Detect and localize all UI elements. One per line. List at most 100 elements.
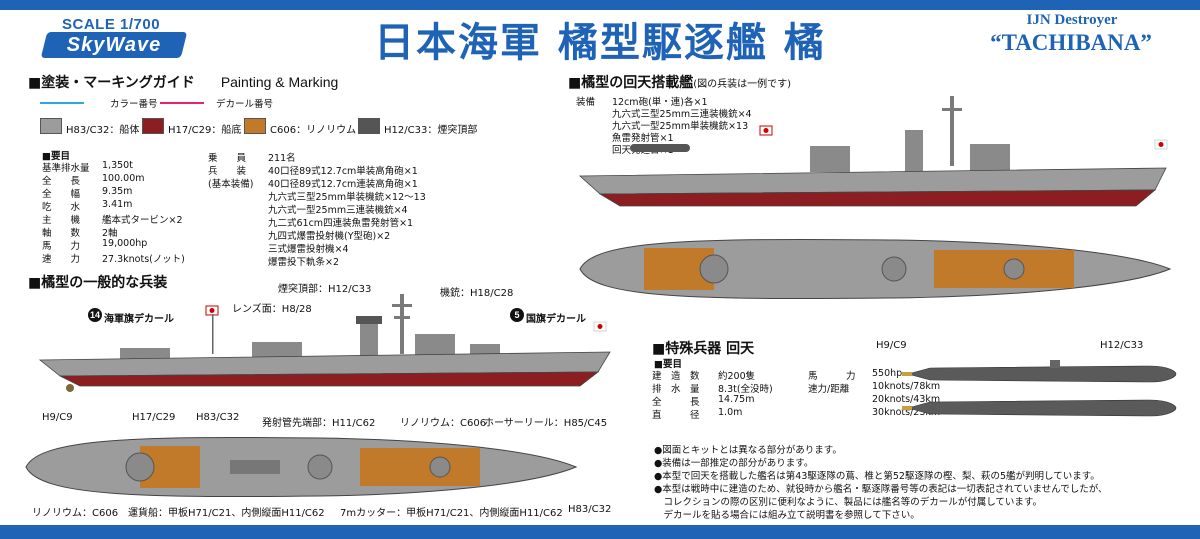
note-line: ●装備は一部推定の部分があります。 xyxy=(654,458,814,469)
kaiten-cell: 14.75m xyxy=(718,394,755,405)
kaiten-drawing xyxy=(902,360,1177,417)
kaiten-callout-h12: H12/C33 xyxy=(1100,340,1144,351)
kaiten-panel: ■特殊兵器 回天 ■要目 建 造 数 約200隻 馬 力 550hp 排 水 量… xyxy=(648,334,1196,434)
spec-label: 主 機 xyxy=(42,215,81,226)
arm-item: 九二式61cm四連装魚雷発射管×1 xyxy=(268,218,414,229)
kaiten-cell: 約200隻 xyxy=(718,371,756,382)
kaiten-cell: 1.0m xyxy=(718,407,743,418)
kaiten-cell: 排 水 量 xyxy=(652,384,700,395)
swatch-hull xyxy=(40,118,62,134)
callout-cutter: 7mカッター：甲板H71/C21、内側縦面H11/C62 xyxy=(340,508,563,519)
swatch-linoleum xyxy=(244,118,266,134)
swatch-bottom xyxy=(142,118,164,134)
spec-label: 軸 数 xyxy=(42,228,81,239)
swatch-hull-label: H83/C32：船体 xyxy=(66,125,140,136)
kaiten-carrier-title: ■橘型の回天搭載艦(図の兵装は一例です) xyxy=(568,72,791,92)
ship-profile-left xyxy=(38,294,611,392)
kaiten-cell: 建 造 数 xyxy=(652,371,700,382)
callout-h17: H17/C29 xyxy=(132,412,176,423)
swatch-funnel-label: H12/C33：煙突頂部 xyxy=(384,125,478,136)
crew-value: 211名 xyxy=(268,153,296,164)
spec-value: 19,000hp xyxy=(102,238,148,249)
kaiten-cell: 全 長 xyxy=(652,397,700,408)
ship-topview-left xyxy=(25,436,578,498)
spec-value: 9.35m xyxy=(102,186,133,197)
crew-label: 乗 員 xyxy=(208,153,247,164)
arm-item: 九六式一型25mm三連装機銃×4 xyxy=(268,205,408,216)
kaiten-cell: 30knots/23km xyxy=(872,407,941,418)
ship-topview-right xyxy=(579,238,1172,300)
swatch-linoleum-label: C606：リノリウム xyxy=(270,125,357,136)
kaiten-heading: ■要目 xyxy=(654,359,682,370)
callout-launcher: 発射管先端部：H11/C62 xyxy=(262,418,376,429)
callout-h83-b: H83/C32 xyxy=(568,504,612,515)
color-legend-line xyxy=(40,102,84,104)
callout-lens: レンズ面：H8/28 xyxy=(232,304,312,315)
spec-label: 基準排水量 xyxy=(42,163,90,174)
scale-label: SCALE 1/700 xyxy=(62,16,161,33)
specs-heading: ■要目 xyxy=(42,151,70,162)
callout-funnel: 煙突頂部：H12/C33 xyxy=(278,284,372,295)
kaiten-cell: 550hp xyxy=(872,368,903,379)
kaiten-title: ■特殊兵器 回天 xyxy=(652,341,755,357)
spec-label: 馬 力 xyxy=(42,241,81,252)
arm-label: 兵 装 xyxy=(208,166,247,177)
spec-label: 速 力 xyxy=(42,254,81,265)
equip-item: 12cm砲(単・連)各×1 xyxy=(612,97,708,108)
spec-label: 吃 水 xyxy=(42,202,81,213)
equip-item: 魚雷発射管×1 xyxy=(612,133,674,144)
general-title: ■橘型の一般的な兵装 xyxy=(28,275,168,291)
flag-decal-number: 5 xyxy=(510,308,524,322)
kaiten-callout-h9: H9/C9 xyxy=(876,340,907,351)
footer-band xyxy=(0,525,1200,539)
spec-value: 2軸 xyxy=(102,228,118,239)
callout-flag: 国旗デカール xyxy=(526,314,586,325)
kaiten-cell: 20knots/43km xyxy=(872,394,941,405)
note-line: コレクションの際の区別に便利なように、製品には艦名等のデカールが付属しています。 xyxy=(654,497,1042,508)
note-line: ●本型は戦時中に建造のため、就役時から艦名・駆逐隊番号等の表記は一切表記されてい… xyxy=(654,484,1108,495)
kaiten-carrier-note: (図の兵装は一例です) xyxy=(693,79,792,90)
arm-item: 爆雷投下軌条×2 xyxy=(268,257,340,268)
callout-hose-reel: ホーサーリール：H85/C45 xyxy=(484,418,608,429)
spec-label: 全 長 xyxy=(42,176,81,187)
swatch-bottom-label: H17/C29：船底 xyxy=(168,125,242,136)
painting-title-en: Painting & Marking xyxy=(220,74,339,90)
kaiten-cell: 10knots/78km xyxy=(872,381,941,392)
spec-value: 27.3knots(ノット) xyxy=(102,254,185,265)
decal-legend-line xyxy=(160,102,204,104)
equip-item: 九六式一型25mm単装機銃×13 xyxy=(612,121,749,132)
spec-value: 艦本式タービン×2 xyxy=(102,215,183,226)
equip-label: 装備 xyxy=(576,97,596,108)
spec-label: 全 幅 xyxy=(42,189,81,200)
header: SCALE 1/700 SkyWave 日本海軍 橘型駆逐艦 橘 IJN Des… xyxy=(0,0,1200,66)
note-line: ●図面とキットとは異なる部分があります。 xyxy=(654,445,842,456)
page-title: 日本海軍 橘型駆逐艦 橘 xyxy=(374,20,826,66)
kaiten-cell: 馬 力 xyxy=(808,371,856,382)
painting-title: ■塗装・マーキングガイド Painting & Marking xyxy=(28,72,338,92)
kaiten-cell: 速力/距離 xyxy=(808,384,850,395)
arm-item: 40口径89式12.7cm単装高角砲×1 xyxy=(268,166,418,177)
subtitle-ship-name: “TACHIBANA” xyxy=(990,30,1152,55)
ensign-decal-number: 14 xyxy=(88,308,102,322)
arm-item: 40口径89式12.7cm連装高角砲×1 xyxy=(268,179,418,190)
painting-title-jp: ■塗装・マーキングガイド xyxy=(28,75,195,91)
ship-profile-right xyxy=(578,96,1168,207)
color-legend-label: カラー番号 xyxy=(110,99,158,110)
header-band xyxy=(0,0,1200,10)
callout-boat: 運貨船：甲板H71/C21、内側縦面H11/C62 xyxy=(128,508,325,519)
kaiten-cell: 直 径 xyxy=(652,410,700,421)
spec-value: 3.41m xyxy=(102,199,133,210)
kaiten-carrier-title-jp: ■橘型の回天搭載艦 xyxy=(568,75,694,91)
spec-value: 100.00m xyxy=(102,173,145,184)
arm-item: 九六式三型25mm単装機銃×12～13 xyxy=(268,192,426,203)
arm-item: 九四式爆雷投射機(Y型砲)×2 xyxy=(268,231,391,242)
kaiten-cell: 8.3t(全没時) xyxy=(718,384,773,395)
callout-h9: H9/C9 xyxy=(42,412,73,423)
callout-linoleum: リノリウム：C606 xyxy=(400,418,487,429)
callout-linoleum-2: リノリウム：C606 xyxy=(32,508,119,519)
arm-item: 三式爆雷投射機×4 xyxy=(268,244,349,255)
swatch-funnel xyxy=(358,118,380,134)
equip-item: 九六式三型25mm三連装機銃×4 xyxy=(612,109,752,120)
note-line: ●本型で回天を搭載した艦名は第43駆逐隊の蔦、椎と第52駆逐隊の樫、梨、萩の5艦… xyxy=(654,471,1100,482)
subtitle-en: IJN Destroyer xyxy=(1026,12,1118,28)
